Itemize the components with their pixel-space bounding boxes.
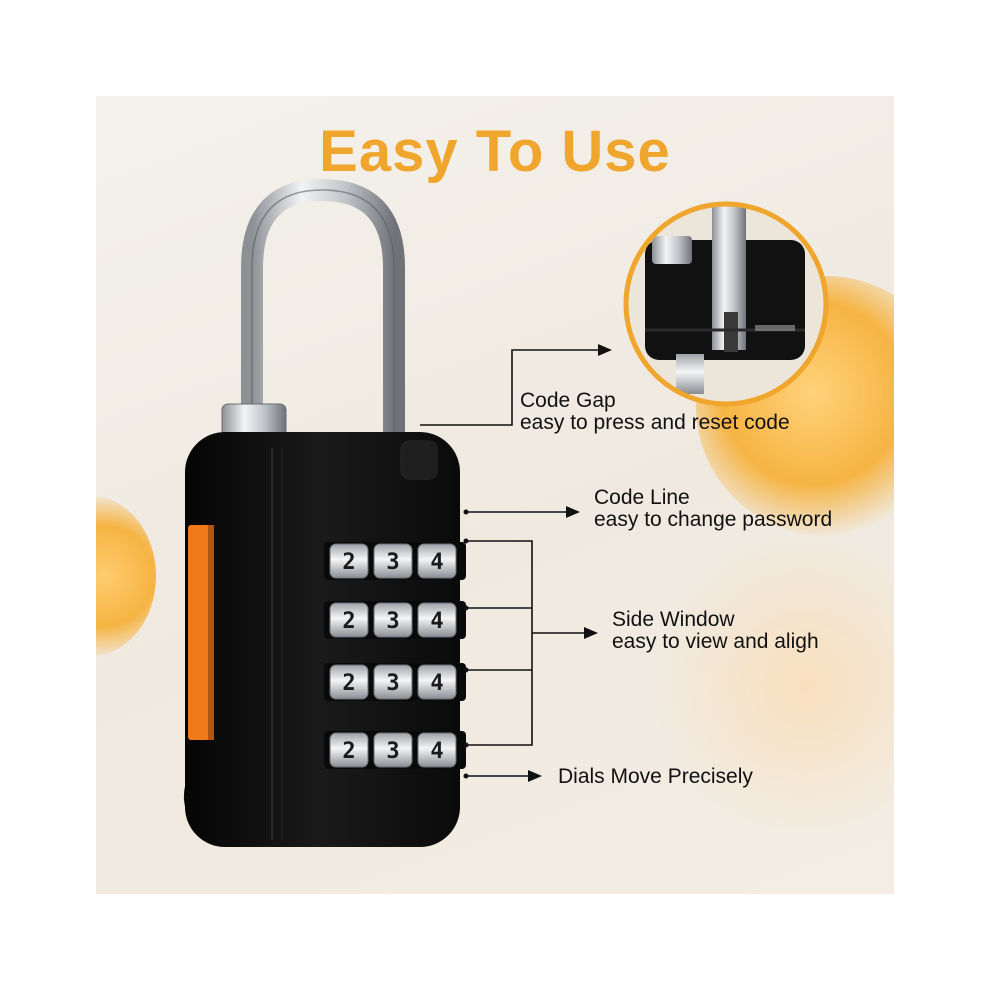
dial-wheel[interactable] [329, 602, 369, 638]
callout-dots [463, 509, 469, 779]
code-gap-zoom-inset [623, 201, 829, 407]
dial-wheel[interactable] [417, 732, 457, 768]
dial-digit: 3 [386, 609, 399, 634]
dial-row[interactable]: 2 3 4 [324, 731, 466, 769]
dial-wheel[interactable] [373, 602, 413, 638]
side-window-bracket [466, 540, 584, 746]
dial-row[interactable]: 2 3 4 [324, 601, 466, 639]
dial-digit: 4 [430, 671, 443, 696]
dial-digit: 4 [430, 550, 443, 575]
dial-wheel[interactable] [329, 543, 369, 579]
dial-digit: 2 [342, 609, 355, 634]
dial-digit: 4 [430, 739, 443, 764]
dial-wheel[interactable] [417, 602, 457, 638]
peach-haze [656, 526, 894, 846]
dial-digit: 3 [386, 739, 399, 764]
dials-title: Dials Move Precisely [558, 765, 753, 788]
dial-wheel[interactable] [373, 543, 413, 579]
callout-lines [420, 349, 600, 777]
side-window-title: Side Window [612, 608, 735, 631]
dial-row[interactable]: 2 3 4 [324, 542, 466, 580]
dial-wheel[interactable] [373, 732, 413, 768]
code-gap-title: Code Gap [520, 389, 616, 412]
orange-side-strip [188, 525, 210, 740]
combination-dials: 2 3 4 2 3 4 2 3 4 2 3 4 [324, 542, 466, 769]
dial-digit: 3 [386, 671, 399, 696]
dial-row[interactable]: 2 3 4 [324, 663, 466, 701]
code-line-desc: easy to change password [594, 508, 833, 531]
side-window-desc: easy to view and aligh [612, 630, 819, 653]
code-gap-leader [420, 349, 600, 426]
dial-digit: 2 [342, 550, 355, 575]
dial-digit: 3 [386, 550, 399, 575]
dial-digit: 4 [430, 609, 443, 634]
dial-digit: 2 [342, 671, 355, 696]
dial-wheel[interactable] [417, 543, 457, 579]
lock-body [185, 432, 460, 847]
dial-wheel[interactable] [373, 664, 413, 700]
dial-wheel[interactable] [329, 732, 369, 768]
shackle [241, 178, 405, 440]
dial-digit: 2 [342, 739, 355, 764]
callout-arrowheads [528, 344, 612, 782]
code-line-title: Code Line [594, 486, 690, 509]
page-title: Easy To Use [319, 119, 671, 184]
dial-wheel[interactable] [417, 664, 457, 700]
code-gap-desc: easy to press and reset code [520, 411, 790, 434]
dial-wheel[interactable] [329, 664, 369, 700]
